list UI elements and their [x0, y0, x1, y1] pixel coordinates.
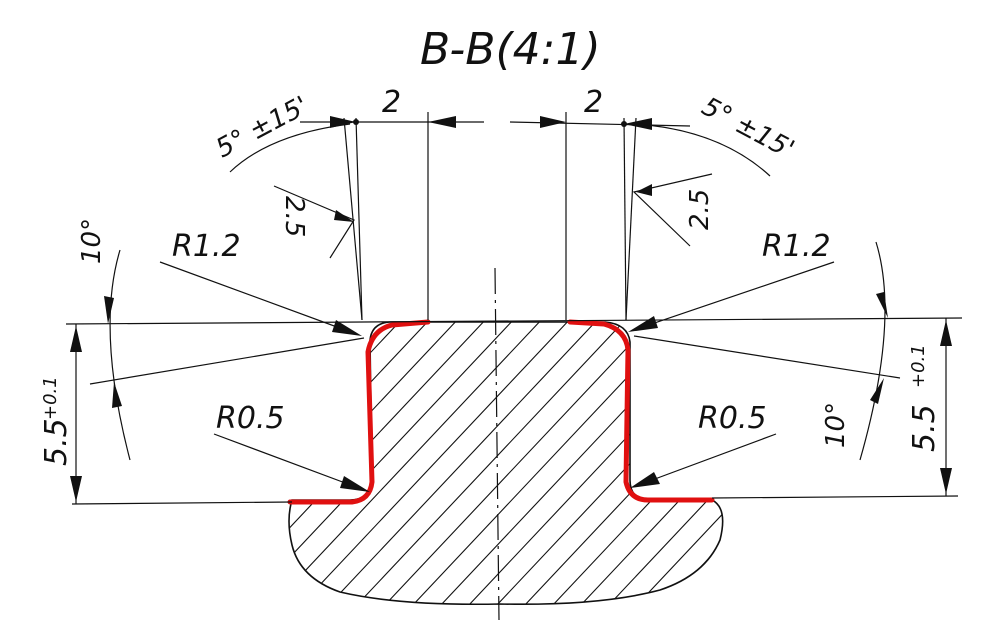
width-label-left: 2 — [382, 85, 401, 120]
hatch-line — [715, 322, 723, 605]
radius-label-right: R1.2 — [762, 229, 831, 264]
hatch-line — [289, 322, 589, 605]
hatch-line — [772, 300, 992, 631]
angle-label-left: 5° ±15' — [211, 91, 313, 164]
hatch-line — [351, 322, 673, 605]
hatch-line — [323, 322, 645, 605]
r12-leader-left — [159, 261, 357, 335]
height-label-right: 5.5 — [907, 404, 942, 452]
hatch-line — [0, 300, 28, 631]
r05-label-right: R0.5 — [698, 401, 767, 436]
angle-label-right: 5° ±15' — [697, 92, 799, 165]
taper-line-right — [633, 335, 901, 379]
r05-leader-right — [635, 433, 777, 487]
arrow — [340, 476, 370, 492]
depth-label-left: 2.5 — [279, 196, 309, 237]
arrow — [540, 116, 566, 128]
arrow — [636, 184, 652, 196]
arrow — [940, 320, 952, 346]
center-line — [494, 267, 500, 621]
arrow — [332, 320, 362, 336]
right-profile-highlight — [567, 319, 715, 503]
arrow — [628, 316, 658, 332]
arrow — [870, 378, 884, 404]
bottom-surface-line-left — [71, 501, 293, 505]
arrow — [940, 468, 952, 494]
arrow — [876, 292, 888, 318]
hatch-line — [0, 300, 252, 631]
r05-label-left: R0.5 — [216, 401, 285, 436]
ext-line-right-taper — [625, 117, 637, 321]
arrow — [630, 472, 660, 488]
hatch-line — [289, 322, 505, 605]
hatch-line — [0, 300, 196, 631]
ext-line-left-outer — [355, 117, 363, 321]
hatch-line — [289, 322, 365, 605]
depth-leader-right — [632, 173, 713, 247]
left-profile-highlight — [287, 319, 431, 505]
hatch-line — [295, 322, 617, 605]
arrow — [104, 296, 114, 324]
tolerance-label-left: +0.1 — [40, 376, 61, 420]
section-hatching — [0, 300, 992, 631]
hatch-line — [744, 300, 992, 631]
angle-arc-10-right — [859, 241, 886, 461]
hatch-line — [379, 322, 701, 605]
angle-arc-right — [635, 123, 771, 177]
dim-dot — [353, 119, 359, 125]
hatch-line — [603, 322, 723, 605]
hatch-line — [289, 322, 477, 605]
angle-arc-left — [229, 123, 351, 173]
hatch-line — [289, 322, 393, 605]
top-surface-line — [65, 317, 963, 325]
hatch-line — [491, 322, 723, 605]
hatch-line — [289, 322, 561, 605]
taper-line-left — [89, 337, 365, 385]
angle-10-label-left: 10° — [77, 218, 107, 264]
ext-line-right-outer — [623, 117, 627, 321]
section-outline — [288, 321, 724, 606]
dim-line-right-2 — [509, 121, 691, 127]
hatch-line — [659, 322, 723, 605]
view-title: B-B(4:1) — [420, 24, 601, 75]
hatch-line — [575, 322, 723, 605]
tolerance-label-right: +0.1 — [908, 344, 929, 388]
angle-10-label-right: 10° — [821, 402, 851, 448]
arrow — [70, 476, 82, 502]
angle-arc-10-left — [109, 249, 131, 461]
arrow — [428, 116, 456, 128]
depth-label-right: 2.5 — [685, 189, 715, 230]
height-label-left: 5.5 — [39, 418, 74, 466]
r05-leader-left — [213, 433, 365, 491]
hatch-line — [0, 300, 168, 631]
arrow — [330, 116, 356, 128]
arrow — [334, 210, 354, 222]
hatch-line — [0, 300, 224, 631]
radius-label-left: R1.2 — [172, 229, 241, 264]
arrow — [70, 326, 82, 352]
hatch-line — [435, 322, 723, 605]
depth-leader-left — [273, 185, 355, 259]
dim-dot — [621, 121, 627, 127]
hatch-line — [547, 322, 723, 605]
width-label-right: 2 — [584, 85, 603, 120]
arrow — [112, 382, 122, 408]
bottom-surface-line-right — [711, 495, 959, 499]
r12-leader-right — [633, 261, 835, 331]
hatch-line — [289, 322, 449, 605]
